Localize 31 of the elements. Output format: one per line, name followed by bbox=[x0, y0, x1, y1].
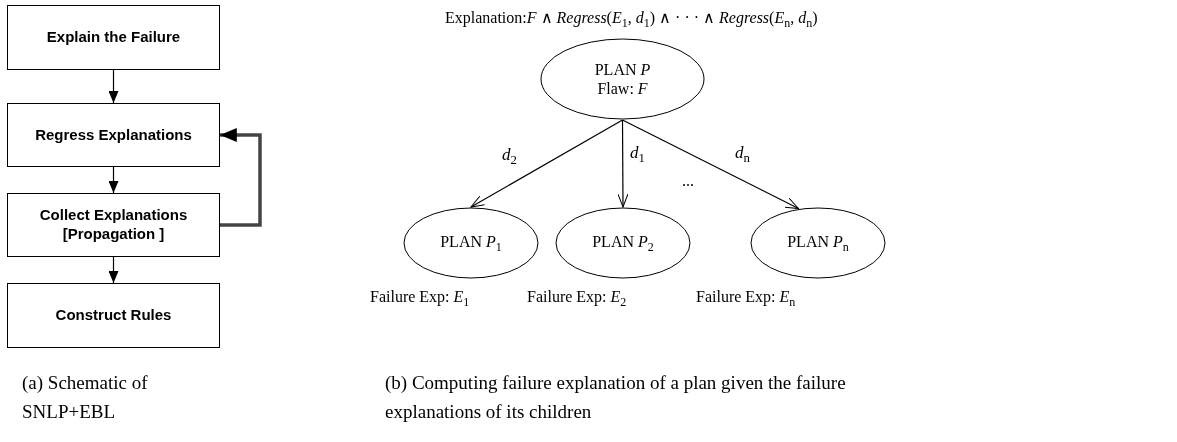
step-label: Construct Rules bbox=[55, 306, 172, 325]
arrow bbox=[470, 119, 624, 208]
plan-ellipse bbox=[750, 207, 886, 279]
process-box bbox=[7, 193, 220, 257]
step-label: Regress Explanations bbox=[35, 125, 192, 145]
arrow bbox=[108, 69, 119, 104]
arrow bbox=[108, 166, 119, 194]
step-label: Collect Explanations [Propagation ] bbox=[38, 206, 189, 244]
process-box bbox=[7, 283, 220, 348]
plan-ellipse bbox=[403, 207, 539, 279]
arrow bbox=[621, 119, 800, 210]
caption: (a) Schematic of SNLP+EBL bbox=[22, 371, 149, 425]
plan-label: PLAN P$_{n}$ bbox=[787, 231, 849, 255]
plan-label: PLAN P$_{1}$ bbox=[440, 231, 502, 255]
arrow bbox=[617, 119, 629, 208]
plan-label: PLAN P bbox=[594, 59, 651, 79]
plan-label: Flaw: F bbox=[597, 79, 648, 99]
caption: (b) Computing failure explanation of a plan given the failure explanations of its children bbox=[385, 371, 847, 425]
failure-explanation-label: Failure Exp: E$_{2}$ bbox=[527, 288, 627, 311]
plan-label: PLAN P$_{2}$ bbox=[592, 231, 654, 255]
failure-explanation-label: Failure Exp: E$_{n}$ bbox=[696, 288, 796, 311]
ellipsis: ... bbox=[682, 172, 694, 190]
step-label: Explain the Failure bbox=[46, 28, 181, 47]
arrow bbox=[220, 128, 262, 227]
arrow bbox=[108, 256, 119, 284]
plan-ellipse bbox=[540, 38, 705, 120]
formula-label: Explanation:F ∧ Regress(E$_{1}$, d$_{1}$) ∧ · · · ∧ Regress(E$_{n}$, d$_{n}$) bbox=[445, 8, 818, 32]
plan-ellipse bbox=[555, 207, 691, 279]
process-box bbox=[7, 5, 220, 70]
process-box bbox=[7, 103, 220, 167]
failure-explanation-label: Failure Exp: E$_{1}$ bbox=[370, 288, 470, 311]
